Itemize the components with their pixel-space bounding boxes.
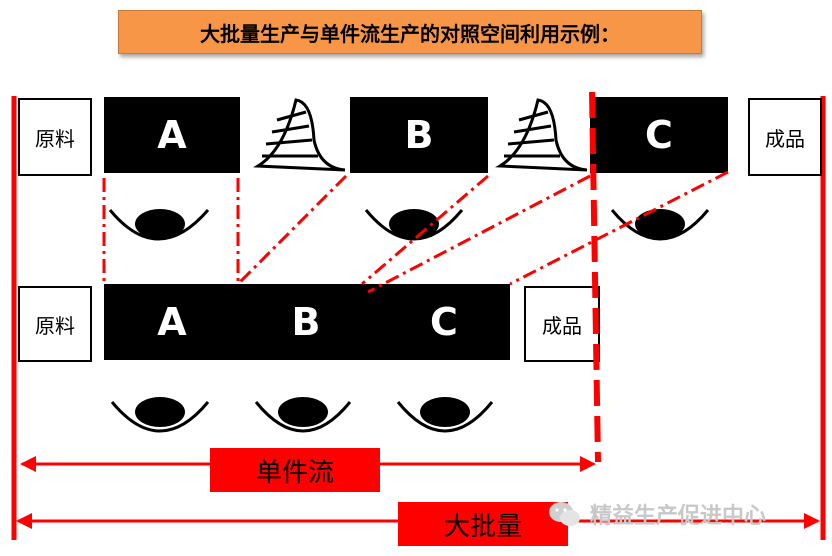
finished-goods-label: 成品 — [542, 313, 582, 338]
raw-material-box: 原料 — [18, 98, 92, 176]
space-divider-line — [589, 91, 601, 463]
station-box: B — [350, 97, 488, 173]
wip-pile-icon — [495, 98, 588, 172]
finished-goods-box: 成品 — [524, 286, 600, 362]
raw-material-box: 原料 — [18, 286, 92, 362]
station-label: B — [291, 300, 321, 344]
station-label: A — [157, 300, 187, 344]
combined-station-bar: A B C — [104, 284, 510, 360]
watermark-text: 精益生产促进中心 — [590, 504, 767, 529]
operator-icon — [254, 397, 352, 433]
station-label: C — [645, 113, 673, 157]
raw-material-label: 原料 — [35, 126, 75, 151]
operator-icon — [110, 397, 210, 433]
projection-line — [367, 174, 591, 294]
raw-material-label: 原料 — [35, 313, 75, 338]
projection-line — [236, 174, 348, 286]
single-piece-flow-label: 单件流 — [210, 448, 380, 492]
operator-icon — [610, 209, 710, 241]
diagram-title: 大批量生产与单件流生产的对照空间利用示例： — [118, 10, 702, 54]
station-box: C — [590, 97, 728, 173]
operator-icon — [364, 209, 464, 241]
mass-production-label: 大批量 — [398, 502, 568, 546]
finished-goods-box: 成品 — [748, 98, 822, 176]
single-piece-flow-text: 单件流 — [255, 457, 334, 488]
operator-icon — [108, 209, 210, 241]
station-label: B — [404, 113, 434, 157]
station-label: A — [157, 113, 187, 157]
wip-pile-icon — [253, 98, 346, 172]
wechat-icon — [549, 502, 580, 526]
projection-line — [361, 174, 489, 286]
finished-goods-label: 成品 — [765, 126, 805, 151]
station-box: A — [104, 97, 240, 173]
projection-line — [509, 170, 729, 286]
operator-icon — [396, 397, 494, 433]
mass-production-text: 大批量 — [443, 511, 522, 542]
watermark: 精益生产促进中心 — [548, 496, 818, 532]
station-label: C — [430, 300, 458, 344]
